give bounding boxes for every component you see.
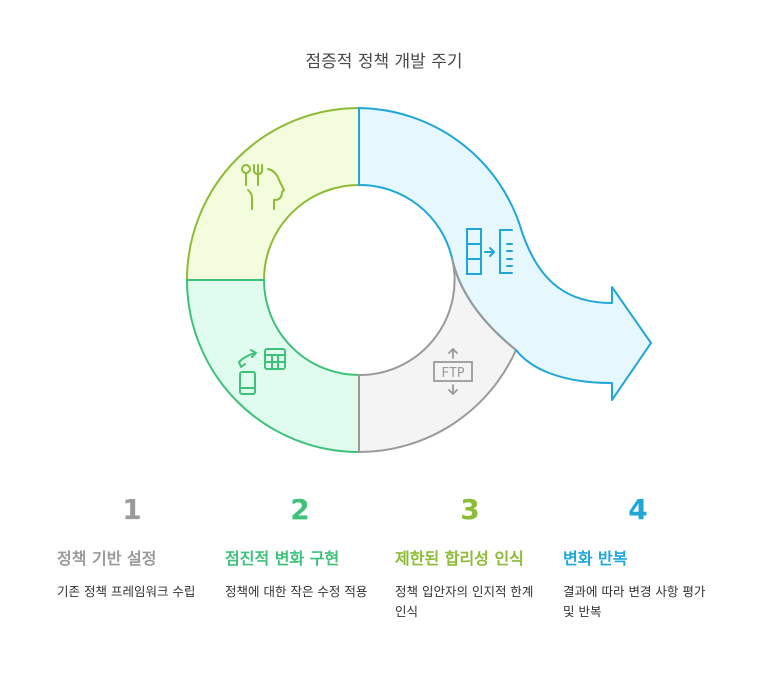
- step-description: 기존 정책 프레임워크 수립: [57, 584, 196, 599]
- step-number: 3: [460, 493, 480, 526]
- step-1: 1 정책 기반 설정 기존 정책 프레임워크 수립: [57, 492, 207, 602]
- step-heading: 제한된 합리성 인식: [395, 549, 524, 568]
- step-number: 1: [122, 493, 142, 526]
- step-heading: 정책 기반 설정: [57, 549, 157, 568]
- step-number: 4: [628, 493, 648, 526]
- segment-top-left: [185, 106, 360, 281]
- step-4: 4 변화 반복 결과에 따라 변경 사항 평가 및 반복: [563, 492, 713, 622]
- step-heading: 변화 반복: [563, 549, 628, 568]
- list-transform-icon: [466, 228, 513, 275]
- step-number: 2: [290, 493, 310, 526]
- device-table-sync-icon: [238, 348, 286, 395]
- step-description: 정책 입안자의 인지적 한계 인식: [395, 584, 534, 619]
- step-2: 2 점진적 변화 구현 정책에 대한 작은 수정 적용: [225, 492, 375, 602]
- step-3: 3 제한된 합리성 인식 정책 입안자의 인지적 한계 인식: [395, 492, 545, 622]
- ftp-transfer-icon: FTP: [433, 347, 473, 396]
- segment-arrow: [358, 107, 652, 401]
- diagram-title: 점증적 정책 개발 주기: [305, 52, 463, 72]
- dining-head-icon: [241, 164, 286, 210]
- step-description: 정책에 대한 작은 수정 적용: [225, 584, 368, 599]
- step-description: 결과에 따라 변경 사항 평가 및 반복: [563, 584, 706, 619]
- svg-text:FTP: FTP: [441, 366, 465, 381]
- step-heading: 점진적 변화 구현: [225, 549, 340, 568]
